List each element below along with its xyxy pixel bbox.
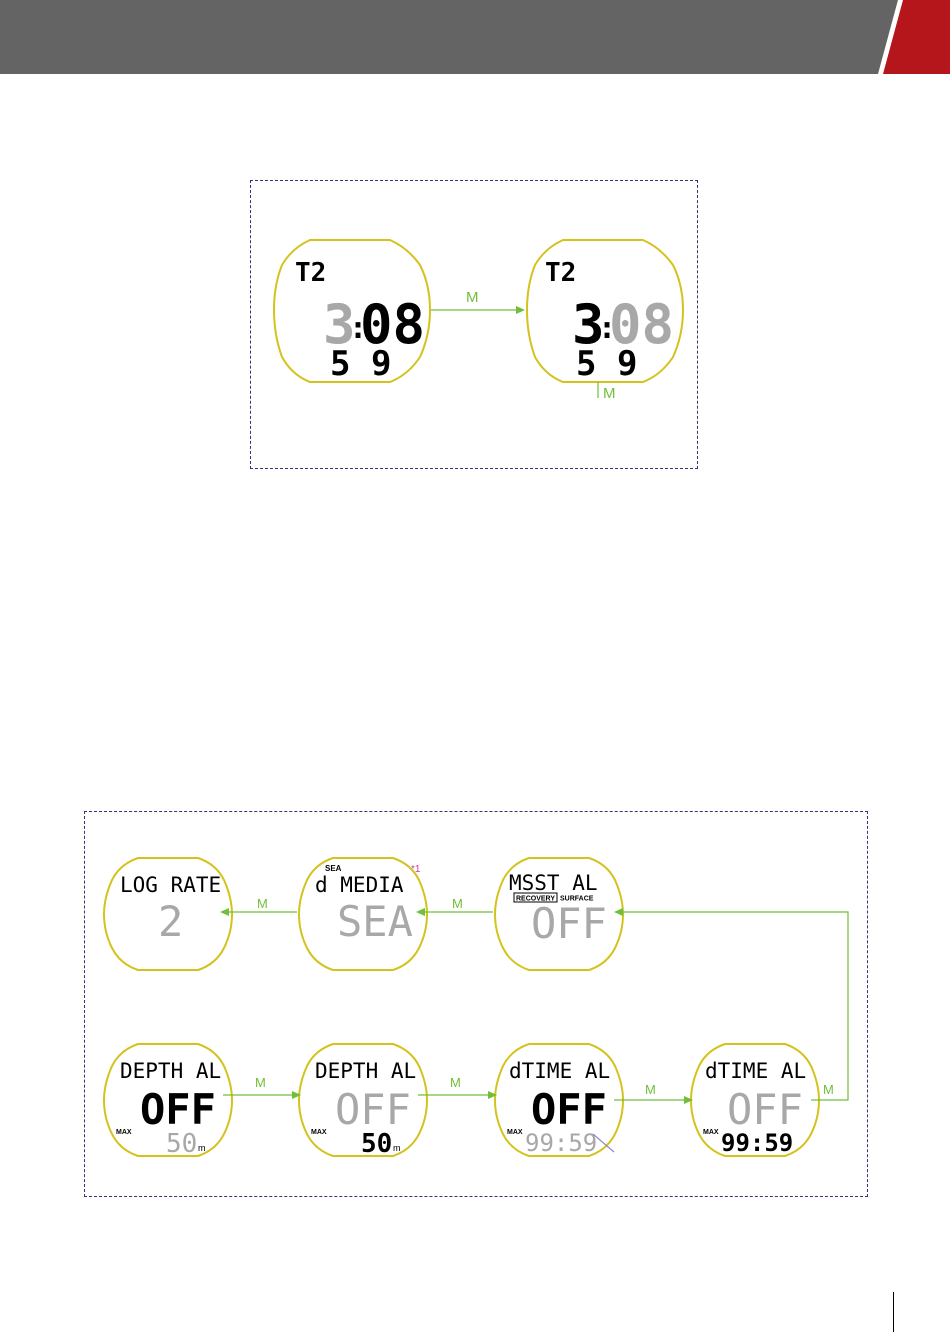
page-rule [893, 1292, 894, 1332]
header-bar [0, 0, 950, 74]
diagram-frame-bottom [84, 811, 868, 1197]
diagram-frame-top [250, 180, 698, 469]
